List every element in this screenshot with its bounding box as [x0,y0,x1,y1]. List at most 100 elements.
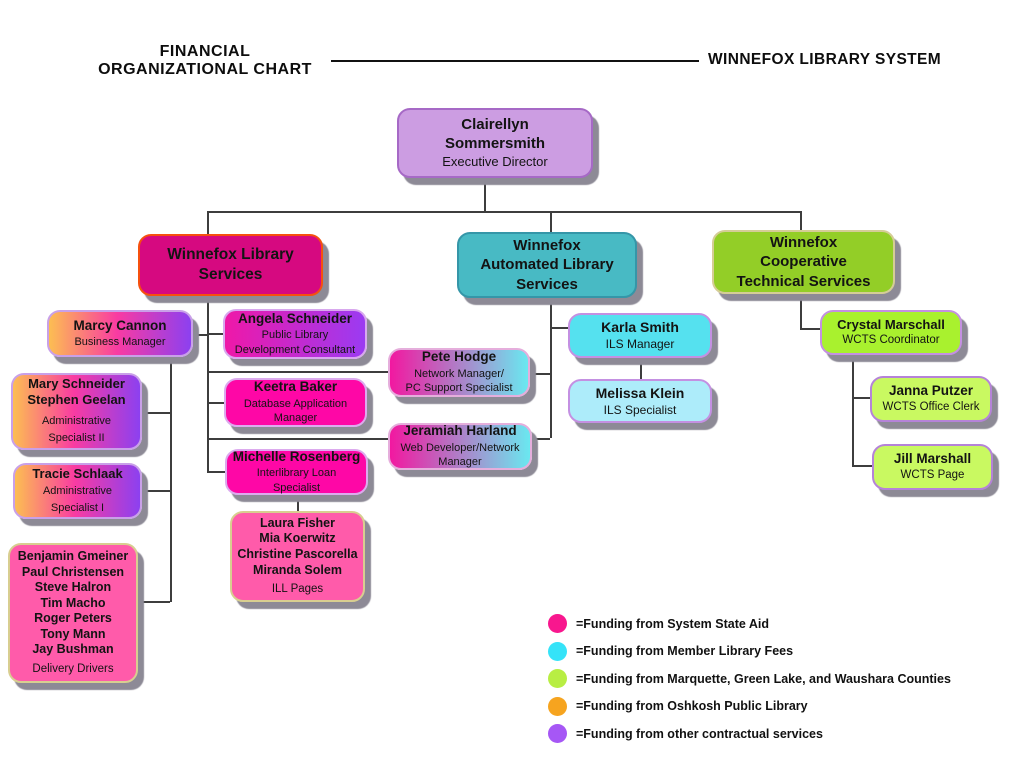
legend-item: =Funding from Member Library Fees [548,641,951,662]
connector-keetra-stub [207,402,224,404]
org-box-michelle-rosenberg: Michelle Rosenberg Interlibrary Loan Spe… [225,449,368,495]
connector-pete-left-stub [207,371,388,373]
legend-label: =Funding from System State Aid [576,616,769,631]
org-box-jeramiah-harland: Jeramiah Harland Web Developer/Network M… [388,423,532,470]
connector-michelle-stub [207,471,225,473]
org-box-melissa-klein: Melissa Klein ILS Specialist [568,379,712,423]
legend-item: =Funding from Oshkosh Public Library [548,696,951,717]
connector-main-horizontal [207,211,801,213]
connector-jeramiah-left-stub [207,438,388,440]
department-name: Winnefox Library Services [167,245,294,283]
person-name: Karla Smith [601,319,679,336]
connector-crystal-trunk [852,355,854,466]
person-name: Mary Schneider Stephen Geelan [27,376,126,407]
legend-label: =Funding from Oshkosh Public Library [576,699,808,714]
person-role: Public Library Development Consultant [234,329,356,356]
connector-crystal-stub [800,328,820,330]
legend-item: =Funding from System State Aid [548,614,951,634]
org-box-janna-putzer: Janna Putzer WCTS Office Clerk [870,376,992,422]
person-name: Crystal Marschall [837,317,945,333]
connector-michelle-illpages [297,495,299,511]
person-name: Laura Fisher Mia Koerwitz Christine Pasc… [237,515,358,577]
person-name: Marcy Cannon [73,318,167,334]
person-role: ILS Specialist [603,402,677,417]
org-box-executive-director: Clairellyn Sommersmith Executive Directo… [397,108,593,178]
connector-wcts-drop [800,211,802,231]
person-role: ILL Pages [271,583,324,596]
connector-drivers-stub [138,601,170,603]
person-name: Clairellyn Sommersmith [444,116,546,152]
person-role: WCTS Office Clerk [882,401,980,414]
org-box-winnefox-library-services: Winnefox Library Services [138,234,323,296]
person-role: Database Application Manager [243,397,348,425]
org-box-delivery-drivers: Benjamin Gmeiner Paul Christensen Steve … [8,543,138,683]
person-name: Benjamin Gmeiner Paul Christensen Steve … [17,549,129,657]
department-name: Winnefox Automated Library Services [480,236,614,293]
org-box-karla-smith: Karla Smith ILS Manager [568,313,712,358]
legend-label: =Funding from other contractual services [576,726,823,741]
connector-karla-stub [550,327,568,329]
connector-wls-trunk [207,296,209,472]
org-box-administrative-specialist-1: Tracie Schlaak Administrative Specialist… [13,463,142,519]
person-name: Tracie Schlaak [32,465,123,481]
funding-legend: =Funding from System State Aid =Funding … [548,614,951,752]
connector-marcy-trunk [170,357,172,602]
connector-wals-trunk [550,297,552,438]
connector-wcts-down [800,293,802,328]
connector-angela-stub [207,333,223,335]
person-role: Web Developer/Network Manager [400,441,520,469]
person-name: Jill Marshall [893,450,972,466]
person-name: Angela Schneider [237,310,353,326]
person-role: Administrative Specialist II [41,414,112,444]
person-role: Executive Director [442,154,548,169]
person-name: Pete Hodge [421,349,497,365]
connector-marcy-stub [193,334,207,336]
legend-dot-member-library-fees [548,641,567,661]
connector-mary-stub [142,412,170,414]
person-role: Delivery Drivers [32,662,114,675]
org-name: WINNEFOX LIBRARY SYSTEM [708,51,942,68]
org-box-angela-schneider: Angela Schneider Public Library Developm… [223,309,367,359]
person-role: WCTS Coordinator [842,334,940,347]
org-box-winnefox-automated-library-services: Winnefox Automated Library Services [457,232,637,298]
title-divider-line [331,60,699,62]
connector-janna-stub [852,397,870,399]
person-role: Interlibrary Loan Specialist [256,467,337,494]
legend-label: =Funding from Member Library Fees [576,644,794,659]
org-box-ill-pages: Laura Fisher Mia Koerwitz Christine Pasc… [230,511,365,602]
org-box-keetra-baker: Keetra Baker Database Application Manage… [224,378,367,427]
legend-item: =Funding from Marquette, Green Lake, and… [548,669,951,689]
person-name: Keetra Baker [253,379,338,395]
connector-exec-drop [484,178,486,212]
org-box-pete-hodge: Pete Hodge Network Manager/ PC Support S… [388,348,530,397]
legend-dot-oshkosh-public-library [548,696,567,716]
connector-tracie-stub [142,490,170,492]
person-role: Network Manager/ PC Support Specialist [405,367,513,395]
org-box-jill-marshall: Jill Marshall WCTS Page [872,444,993,490]
person-name: Jeramiah Harland [403,423,517,439]
org-box-marcy-cannon: Marcy Cannon Business Manager [47,310,193,357]
person-role: WCTS Page [900,469,965,482]
legend-item: =Funding from other contractual services [548,724,951,744]
connector-wals-drop [550,211,552,233]
org-box-crystal-marschall: Crystal Marschall WCTS Coordinator [820,310,962,355]
legend-dot-system-state-aid [548,614,567,634]
connector-jeramiah-right-stub [532,438,550,440]
person-name: Michelle Rosenberg [232,448,361,464]
person-role: ILS Manager [605,337,675,352]
person-role: Administrative Specialist I [42,485,113,514]
legend-dot-counties [548,669,567,689]
person-name: Melissa Klein [595,384,685,401]
org-box-winnefox-cooperative-technical-services: Winnefox Cooperative Technical Services [712,230,895,294]
legend-label: =Funding from Marquette, Green Lake, and… [576,671,951,686]
connector-pete-right-stub [530,373,550,375]
connector-jill-stub [852,465,872,467]
connector-wls-drop [207,211,209,235]
chart-title: FINANCIAL ORGANIZATIONAL CHART [98,43,312,78]
org-box-administrative-specialist-2: Mary Schneider Stephen Geelan Administra… [11,373,142,450]
department-name: Winnefox Cooperative Technical Services [736,233,871,290]
legend-dot-other-contractual-services [548,724,567,744]
connector-karla-melissa [640,358,642,379]
person-role: Business Manager [74,335,166,348]
